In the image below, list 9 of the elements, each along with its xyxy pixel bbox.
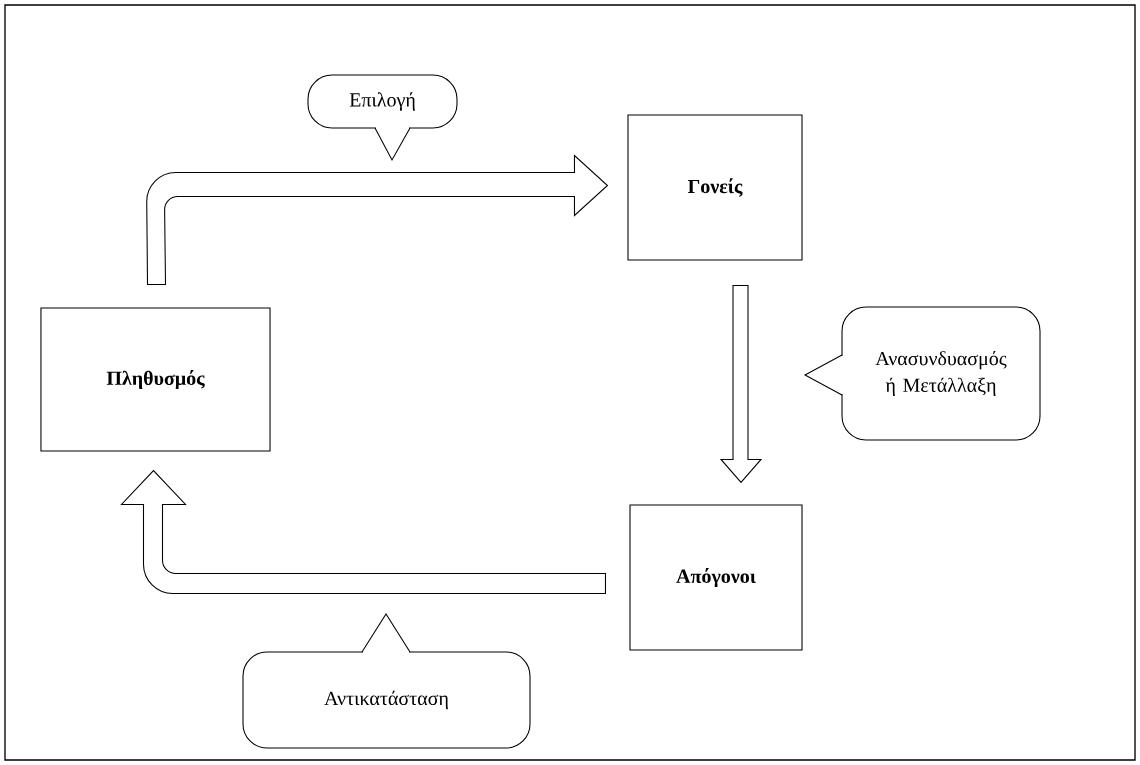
block-arrow	[146, 154, 608, 286]
process-box: Γονείς	[627, 114, 803, 261]
process-box: Απόγονοι	[629, 504, 803, 651]
callout-bubble: Αντικατάσταση	[242, 613, 531, 749]
callout-bubble: Ανασυνδυασμός ή Μετάλλαξη	[803, 306, 1041, 441]
process-box: Πληθυσμός	[40, 307, 271, 452]
block-arrow	[719, 285, 763, 484]
block-arrow	[120, 469, 606, 595]
callout-bubble: Επιλογή	[307, 74, 458, 162]
